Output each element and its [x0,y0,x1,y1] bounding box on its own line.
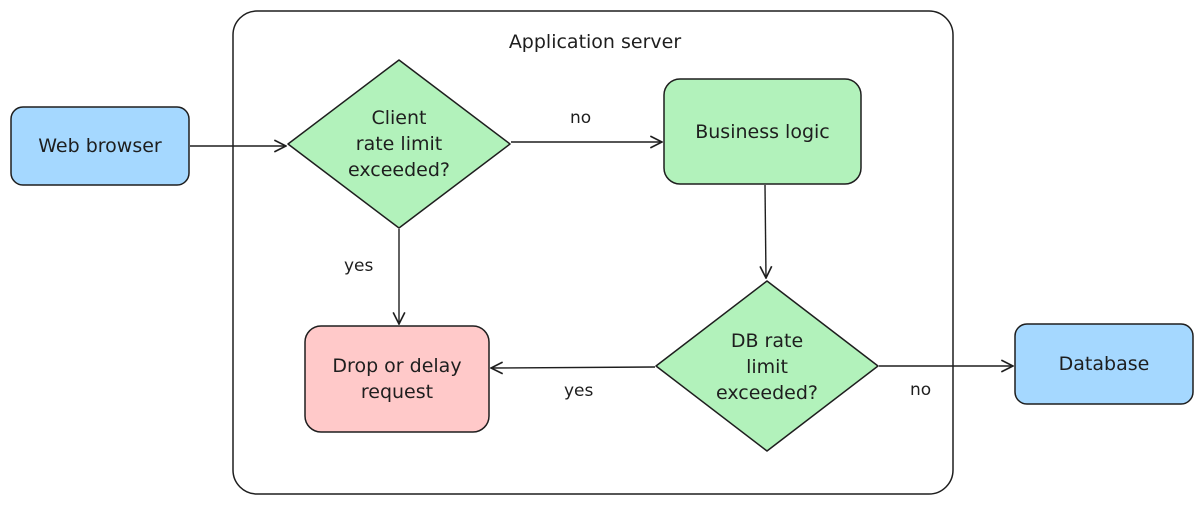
business-logic-label: Business logic [695,120,830,143]
db-rate-limit-decision [655,280,879,452]
edge-label-db-no: no [910,380,932,400]
arrow-business-to-db-check [765,184,766,278]
database-label: Database [1058,353,1150,375]
drop-or-delay-node [304,325,490,433]
drop-or-delay-label: Drop or delay request [332,355,462,403]
web-browser-node [10,106,190,186]
client-rate-limit-label: Client rate limit exceeded? [348,107,450,181]
application-server-title: Application server [508,31,682,53]
application-server-container [232,10,954,495]
web-browser-label: Web browser [38,135,162,157]
edge-label-client-no: no [570,108,592,128]
edge-label-db-yes: yes [564,381,594,401]
db-rate-limit-label: DB rate limit exceeded? [716,330,818,404]
edge-label-client-yes: yes [344,256,374,276]
database-node [1014,323,1194,405]
client-rate-limit-decision [287,59,511,229]
business-logic-node [663,78,862,185]
arrow-db-check-yes-to-drop [491,367,656,368]
